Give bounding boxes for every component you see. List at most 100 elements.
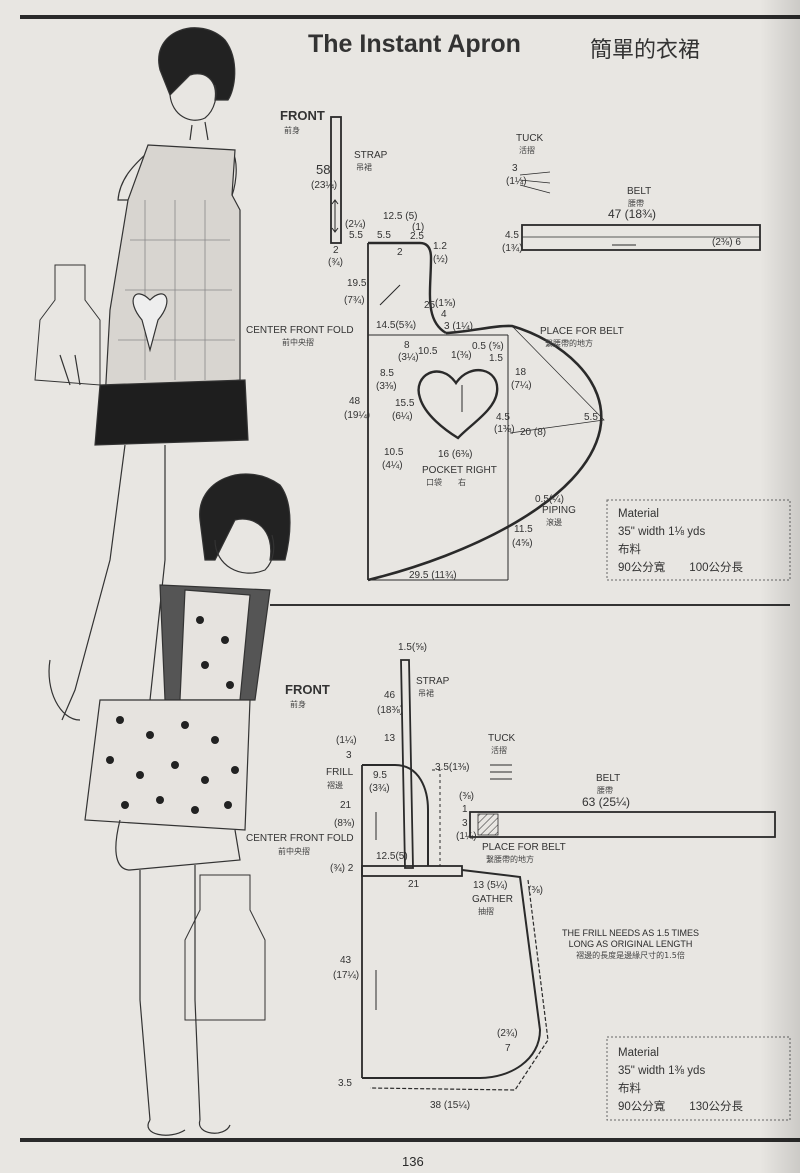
measure: 3 [512, 163, 518, 174]
measure: 12.5(5) [376, 851, 408, 862]
measure: 0.5(¼) [535, 494, 564, 505]
measure: (⅜) [459, 791, 474, 802]
material-label-cn: 布料 [618, 544, 641, 556]
measure: (3¾) [369, 783, 390, 794]
tuck-label: TUCK [488, 733, 516, 744]
belt-label: BELT [627, 186, 652, 197]
belt-piece [469, 811, 776, 838]
measure: 21 [340, 800, 352, 811]
measure: 12.5 (5) [383, 211, 418, 222]
measure: 11.5 [514, 524, 533, 535]
belt-label: BELT [596, 773, 621, 784]
material-width-cn: 90公分寬 [618, 1101, 666, 1113]
bib-outline [362, 764, 429, 866]
measure: (17¼) [333, 970, 360, 981]
measure: 10.5 [418, 346, 438, 357]
top-material-box-border [606, 499, 791, 581]
front-label: FRONT [285, 682, 330, 697]
measure: 21 [408, 879, 420, 890]
strap-width-in: (¾) [328, 257, 343, 268]
measure: (2¼) [345, 219, 366, 230]
measure: 1.2 [433, 241, 447, 252]
measure: (3⅜) [376, 381, 397, 392]
belt-label-cn: 腰帶 [597, 786, 613, 795]
heart-pocket [417, 369, 499, 440]
measure: 25 [424, 300, 436, 311]
bib-outline [368, 241, 447, 335]
belt-length: 63 (25¼) [582, 795, 631, 809]
measure: (3¼) [398, 352, 419, 363]
frill-edge [369, 879, 549, 1091]
center-front-fold-label: CENTER FRONT FOLD [246, 325, 354, 336]
measure: (2⅜) 6 [712, 237, 741, 248]
measure: 3.5 [338, 1078, 352, 1089]
measure: (⅜) [528, 885, 543, 896]
front-label-cn: 前身 [290, 700, 306, 709]
measure: 9.5 [373, 770, 387, 781]
measure: (18⅜) [377, 705, 404, 716]
gather-label-cn: 抽摺 [478, 907, 494, 916]
frill-label-cn: 褶邊 [327, 781, 343, 790]
measure: 16 (6⅜) [438, 449, 473, 460]
measure: 10.5 [384, 447, 404, 458]
strap-label-cn: 吊裙 [356, 163, 372, 172]
tuck-label: TUCK [516, 133, 544, 144]
strap-piece [400, 659, 414, 869]
illustration-woman-polka-dot-apron [84, 473, 291, 1136]
material-width-en: 35" width 1⅜ yds [618, 1065, 706, 1077]
skirt-curve [367, 324, 603, 582]
measure: (1⅜) [494, 424, 515, 435]
measure: 13 [384, 733, 396, 744]
measure: 5.5 [349, 230, 363, 241]
belt-label-cn: 腰帶 [628, 199, 644, 208]
measure: 46 [384, 690, 396, 701]
measure: 1(⅜) [451, 350, 472, 361]
measure: 8.5 [380, 368, 394, 379]
measure: 3.5(1⅜) [435, 762, 470, 773]
place-for-belt-label-cn: 繫腰帶的地方 [486, 855, 534, 864]
measure: (1) [412, 222, 425, 233]
material-title: Material [618, 508, 659, 520]
top-rule [20, 15, 800, 19]
illustration-woman-checked-apron [34, 27, 249, 721]
measure: 1.5 [489, 353, 503, 364]
measure: (4⅝) [512, 538, 533, 549]
place-for-belt-label: PLACE FOR BELT [540, 326, 624, 337]
measure: (2¾) [497, 1028, 518, 1039]
measure: (7¼) [511, 380, 532, 391]
measure: 4 [441, 309, 447, 320]
measure: 2 [397, 247, 403, 258]
page-title-chinese: 簡單的衣裙 [590, 38, 701, 63]
place-for-belt-label: PLACE FOR BELT [482, 842, 566, 853]
measure: (1¾) [502, 243, 523, 254]
measure: (¾) 2 [330, 863, 354, 874]
measure: 4.5 [496, 412, 510, 423]
material-width-cn: 90公分寬 [618, 562, 666, 574]
strap-width: 2 [333, 245, 339, 256]
front-label: FRONT [280, 108, 325, 123]
page-number: 136 [402, 1154, 424, 1169]
strap-piece [330, 116, 342, 244]
belt-length: 47 (18¾) [608, 207, 657, 221]
frill-label: FRILL [326, 767, 354, 778]
bottom-pattern-diagram [361, 659, 776, 1091]
measure: 43 [340, 955, 352, 966]
measure: 20 (8) [520, 427, 547, 438]
frill-note-line: LONG AS ORIGINAL LENGTH [568, 939, 693, 949]
measure: (8⅜) [334, 818, 355, 829]
measure: 7 [505, 1043, 511, 1054]
strap-label: STRAP [416, 676, 450, 687]
measure: 3 (1¼) [444, 321, 473, 332]
tuck-label-cn: 活摺 [519, 146, 535, 155]
gather-label: GATHER [472, 894, 513, 905]
measure: (1¼) [336, 735, 357, 746]
measure: 3 [346, 750, 352, 761]
measure: 19.5 [347, 278, 367, 289]
belt-piece [521, 224, 761, 251]
frill-note-line-cn: 褶邊的長度是邊緣尺寸的1.5倍 [576, 951, 685, 960]
frill-note-line: THE FRILL NEEDS AS 1.5 TIMES [562, 928, 700, 938]
strap-length: 58 [316, 162, 331, 177]
